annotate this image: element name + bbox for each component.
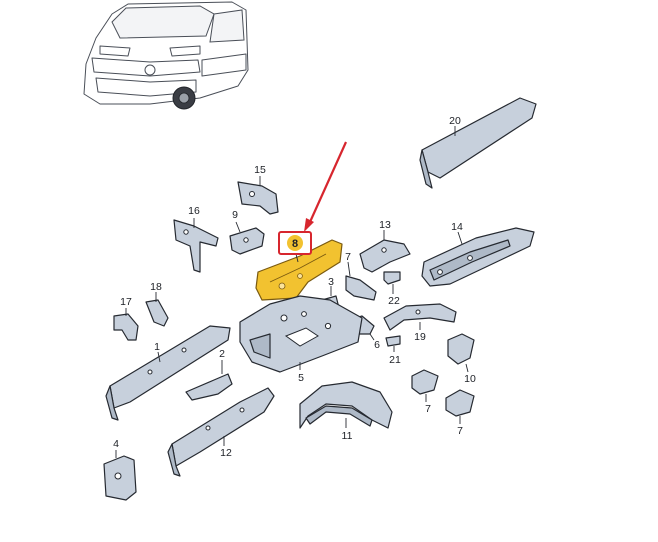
label-14: 13: [379, 219, 391, 231]
part-20[interactable]: 19: [383, 303, 457, 343]
part-1[interactable]: 1: [105, 325, 231, 421]
label-20: 19: [414, 331, 426, 343]
label-1: 1: [154, 341, 160, 353]
label-5: 5: [298, 372, 304, 384]
label-6: 6: [374, 339, 380, 351]
label-4: 4: [113, 438, 119, 450]
part-21[interactable]: 20: [419, 97, 537, 189]
part-9[interactable]: 9: [229, 209, 265, 255]
part-7-right[interactable]: 7: [445, 389, 475, 437]
label-8: 7: [345, 251, 351, 263]
label-22: 21: [389, 354, 401, 366]
label-7-right: 7: [457, 425, 463, 437]
part-22[interactable]: 21: [385, 335, 401, 366]
part-8[interactable]: 7: [345, 251, 377, 301]
label-21: 20: [449, 115, 461, 127]
label-11: 10: [464, 373, 476, 385]
callout-arrow: [304, 141, 348, 232]
part-18[interactable]: 17: [113, 296, 139, 341]
label-2: 2: [219, 348, 225, 360]
part-2[interactable]: 2: [185, 348, 233, 401]
part-13[interactable]: 12: [167, 387, 275, 477]
part-14[interactable]: 13: [359, 219, 411, 273]
part-17[interactable]: 16: [173, 205, 219, 273]
label-15: 14: [451, 221, 463, 233]
label-7-left: 7: [425, 403, 431, 415]
label-23: 22: [388, 295, 400, 307]
part-11[interactable]: 10: [447, 333, 476, 385]
part-7-left[interactable]: 7: [411, 369, 439, 415]
label-9: 9: [232, 209, 238, 221]
part-5[interactable]: 5: [239, 295, 363, 384]
label-10: 8: [292, 238, 298, 250]
label-18: 17: [120, 296, 132, 308]
part-10-highlighted[interactable]: 8: [255, 231, 343, 301]
part-16[interactable]: 15: [237, 164, 279, 215]
part-4[interactable]: 4: [103, 438, 137, 501]
label-13: 12: [220, 447, 232, 459]
part-15[interactable]: 14: [421, 221, 535, 287]
label-12: 11: [342, 430, 353, 442]
vehicle-thumbnail: [83, 1, 249, 110]
label-16: 15: [254, 164, 266, 176]
part-23[interactable]: 22: [383, 271, 401, 307]
label-17: 16: [188, 205, 200, 217]
part-12[interactable]: 11: [299, 381, 393, 442]
label-19: 18: [150, 281, 162, 293]
part-19[interactable]: 18: [145, 281, 169, 327]
label-3: 3: [328, 276, 334, 288]
